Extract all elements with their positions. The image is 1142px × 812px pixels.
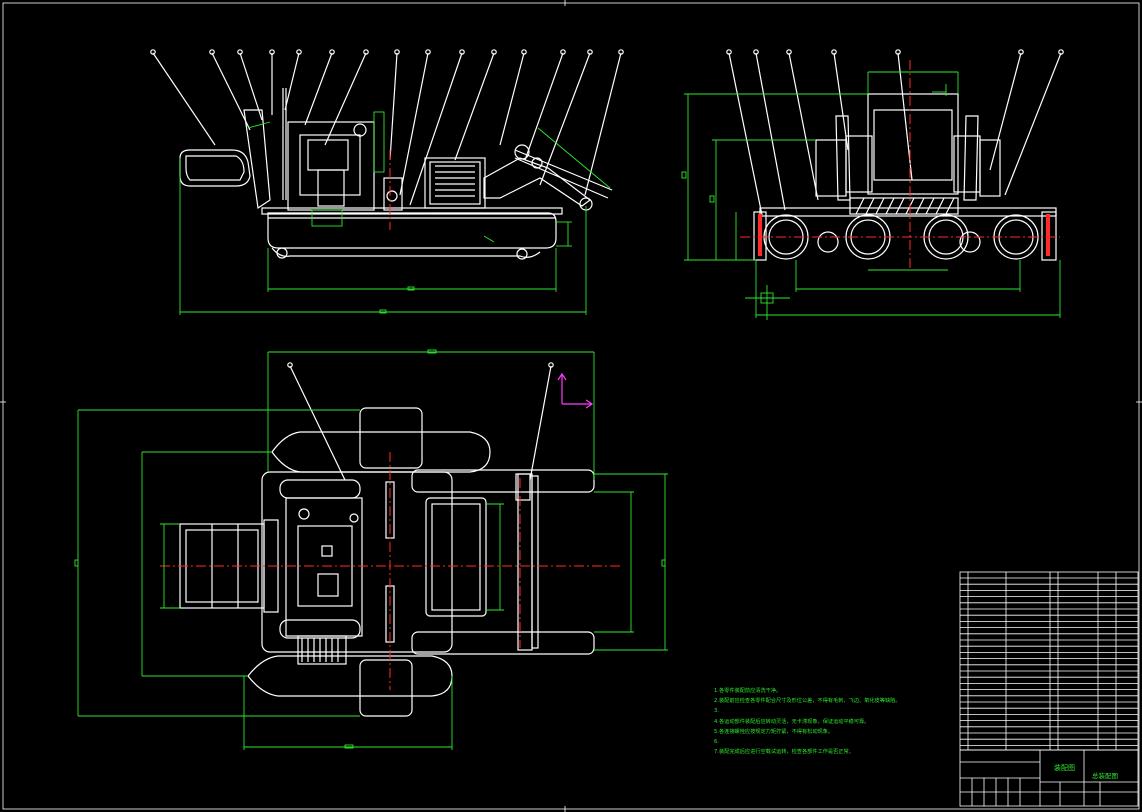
requirement-line: 1.各零件装配前应清洗干净。 [714, 688, 782, 694]
requirement-line: 7.装配完成后应进行空载试运转，检查各部件工作是否正常。 [714, 749, 854, 756]
requirement-line: 3. [714, 708, 719, 715]
front-view [150, 49, 624, 315]
requirement-line: 4.各运动部件装配后应转动灵活，无卡滞现象，保证运动平稳可靠。 [714, 718, 870, 725]
side-view-leaders [726, 49, 1064, 216]
side-view [681, 49, 1064, 320]
front-view-leaders [150, 49, 624, 206]
requirement-line: 2.装配前应检查各零件配合尺寸及形位公差，不得有毛刺、飞边、氧化皮等缺陷。 [714, 698, 901, 705]
top-view [74, 349, 668, 750]
title-block: 装配图 总装配图 [959, 749, 1139, 807]
parts-list [959, 571, 1139, 751]
technical-requirements: 1.各零件装配前应清洗干净。 2.装配前应检查各零件配合尺寸及形位公差，不得有毛… [714, 686, 946, 757]
title-block-main-title: 总装配图 [1092, 771, 1118, 780]
title-block-sub-title: 装配图 [1054, 763, 1075, 772]
ucs-icon [557, 372, 594, 409]
requirement-line: 5.各连接螺栓应按规定力矩拧紧，不得有松动现象。 [714, 728, 834, 735]
requirement-line: 6. [714, 739, 719, 746]
